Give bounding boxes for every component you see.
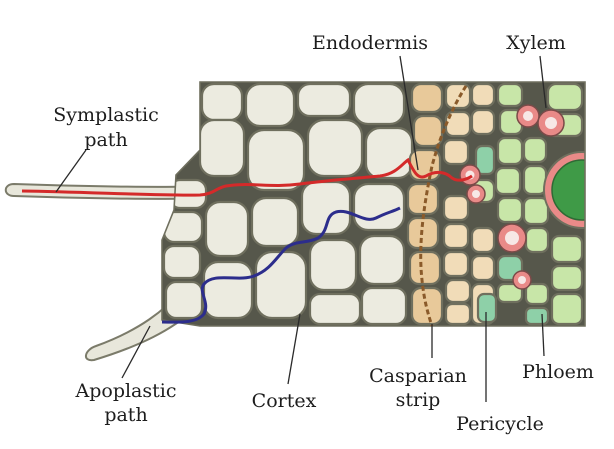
casparian-strip [419, 85, 468, 327]
phloem-cells [474, 144, 550, 326]
symplastic-path-line [21, 157, 473, 197]
label-casparian-line2: strip [396, 389, 441, 411]
xylem-vessels [459, 104, 565, 290]
label-casparian-line1: Casparian [369, 365, 467, 387]
label-symplastic-line2: path [84, 129, 127, 151]
label-symplastic-line1: Symplastic [53, 104, 158, 126]
label-xylem: Xylem [506, 32, 566, 54]
label-apoplastic-line2: path [104, 404, 147, 426]
label-phloem: Phloem [522, 361, 594, 383]
label-apoplastic-line1: Apoplastic [75, 380, 177, 402]
root-tissue-section [162, 82, 585, 326]
tissue-outline [161, 81, 586, 327]
label-endodermis: Endodermis [312, 32, 428, 54]
label-pericycle: Pericycle [456, 413, 544, 435]
label-cortex: Cortex [252, 390, 317, 412]
apoplastic-path-line [161, 206, 401, 324]
cortex-cells [162, 82, 414, 326]
label-pointers [55, 55, 547, 402]
